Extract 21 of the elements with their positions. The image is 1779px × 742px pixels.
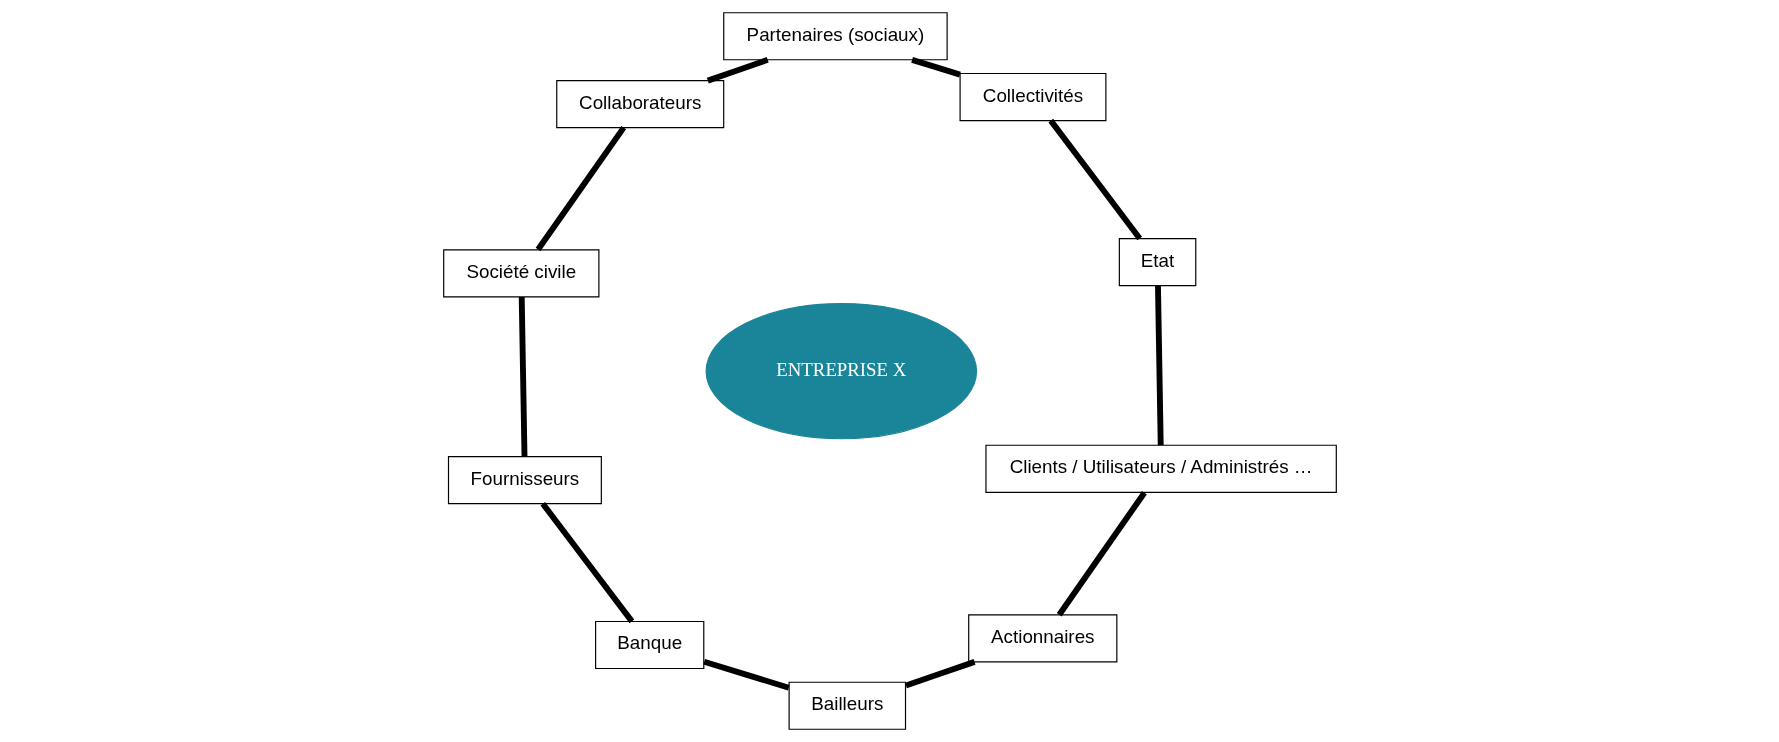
node-box: Collaborateurs bbox=[555, 80, 724, 129]
connector bbox=[535, 126, 626, 252]
node-box: Collectivités bbox=[959, 72, 1106, 122]
node-box: Actionnaires bbox=[967, 614, 1117, 663]
connector bbox=[910, 57, 961, 78]
connector bbox=[1047, 118, 1142, 241]
node-box: Partenaires (sociaux) bbox=[722, 12, 948, 61]
connector bbox=[539, 501, 634, 624]
connector bbox=[1056, 491, 1147, 617]
node-box: Banque bbox=[594, 620, 704, 670]
node-box: Etat bbox=[1118, 237, 1196, 287]
node-box: Clients / Utilisateurs / Administrés … bbox=[984, 444, 1337, 493]
connector bbox=[706, 57, 769, 84]
connector bbox=[904, 659, 975, 689]
connector bbox=[1154, 285, 1164, 446]
node-box: Bailleurs bbox=[788, 681, 906, 730]
node-ellipse: ENTREPRISE X bbox=[705, 302, 977, 440]
connector bbox=[518, 297, 527, 457]
node-box: Fournisseurs bbox=[447, 455, 602, 505]
node-box: Société civile bbox=[442, 249, 599, 298]
connector bbox=[702, 658, 790, 691]
